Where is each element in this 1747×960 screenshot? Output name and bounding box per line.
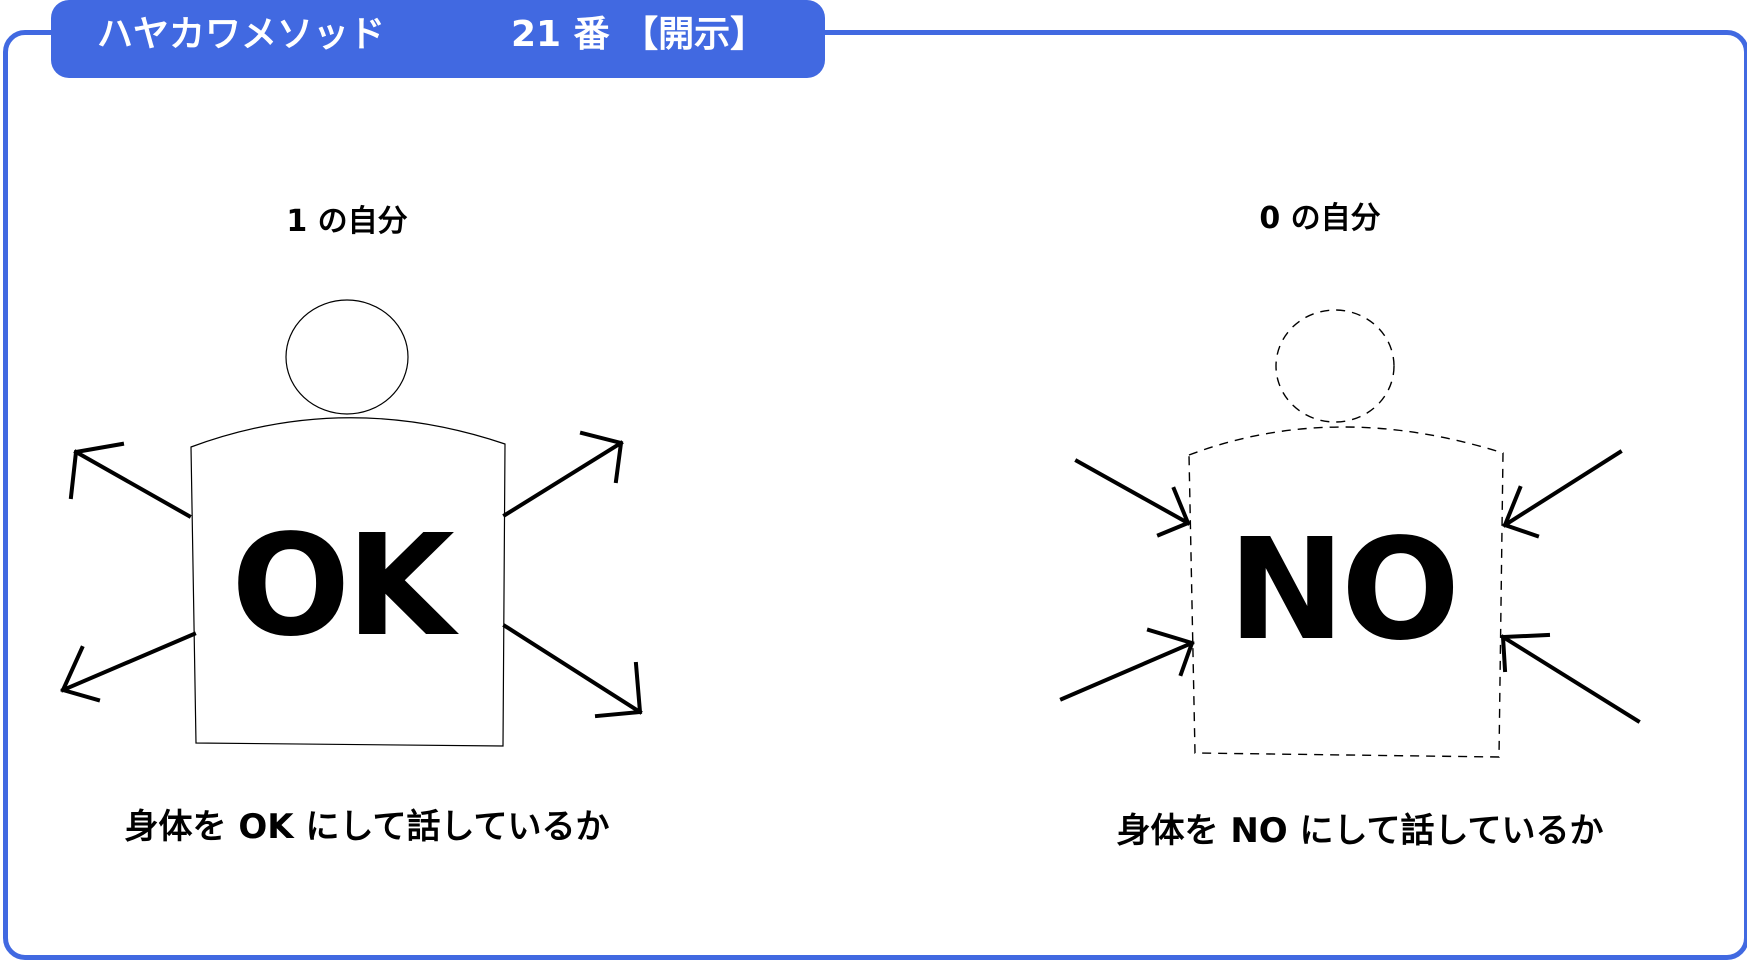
no-arrow-bottom-right-head: [1500, 632, 1551, 673]
ok-arrow-bottom-right: [502, 623, 643, 715]
ok-arrows: [60, 430, 643, 719]
no-arrows: [1059, 449, 1641, 724]
ok-body-text: OK: [231, 505, 454, 668]
caption-ok: 身体を OK にして話しているか: [124, 807, 610, 847]
ok-head: [285, 299, 409, 415]
caption-no: 身体を NO にして話しているか: [1116, 811, 1604, 851]
no-torso: [1188, 426, 1504, 758]
ok-torso: [190, 417, 506, 747]
label-one-self: 1 の自分: [286, 204, 408, 239]
ok-arrow-bottom-right-head: [594, 661, 643, 719]
ok-arrow-top-left-head: [68, 441, 125, 500]
no-head: [1275, 309, 1395, 423]
ok-arrow-top-left: [73, 449, 192, 519]
page-number-label: 21 番 【開示】: [511, 14, 767, 55]
no-arrow-top-left: [1074, 458, 1191, 526]
no-arrow-top-left-head: [1156, 486, 1191, 538]
ok-arrow-bottom-left: [60, 631, 197, 693]
no-arrow-bottom-left: [1059, 640, 1195, 702]
ok-arrow-top-right-head: [579, 430, 624, 484]
no-body-text: NO: [1227, 509, 1460, 672]
no-arrow-top-right: [1502, 449, 1623, 528]
ok-arrow-top-right: [502, 440, 624, 518]
label-zero-self: 0 の自分: [1259, 201, 1381, 236]
no-arrow-bottom-left-head: [1146, 627, 1195, 677]
no-arrow-bottom-right: [1500, 634, 1641, 724]
figure-no: [1059, 309, 1641, 758]
title-tab: ハヤカワメソッド 21 番 【開示】: [51, 0, 825, 78]
no-arrow-top-right-head: [1502, 485, 1540, 539]
figure-ok: [60, 299, 643, 747]
page-title: ハヤカワメソッド: [97, 14, 386, 55]
ok-arrow-bottom-left-head: [60, 645, 101, 703]
